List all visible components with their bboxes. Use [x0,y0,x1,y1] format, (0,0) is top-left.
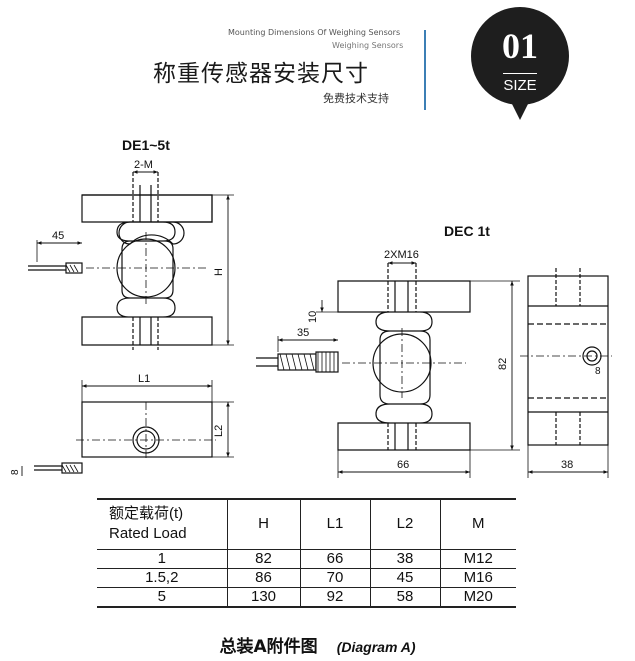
cell-load: 1 [97,548,228,569]
de-thread-label: 2-M [134,159,153,171]
header-english-line-1: Mounting Dimensions Of Weighing Sensors [228,28,401,37]
cell-h: 86 [226,567,301,588]
header-divider [424,30,426,110]
table-header-row: 额定载荷(t) Rated Load H L1 L2 M [97,498,516,550]
dec-side-view [520,268,612,478]
dec-width-label: 38 [561,459,573,471]
de-cable-label: 8 [10,469,21,475]
caption-en: (Diagram A) [336,639,416,655]
de-title: DE1~5t [122,137,170,153]
dec-thread-label: 2XM16 [384,249,419,261]
cell-load: 1.5,2 [97,567,228,588]
page-title: 称重传感器安装尺寸 [153,61,369,87]
table-row: 5 130 92 58 M20 [97,586,516,607]
header-english-line-2: Weighing Sensors [332,41,404,50]
dimension-drawing: DE1~5t 2-M 45 H L1 L2 8 DEC 1t 2XM16 10 … [10,137,612,478]
dec-top-label: 10 [307,311,319,323]
cell-l1: 92 [299,586,371,607]
de-bottom-view [21,380,234,476]
rated-load-table: 额定载荷(t) Rated Load H L1 L2 M 1 82 66 38 … [97,498,516,608]
de-height-label: H [213,268,225,276]
dec-hole-label: 8 [595,366,601,377]
dec-front-view [256,261,520,478]
page-subtitle: 免费技术支持 [323,92,389,105]
dec-offset-label: 35 [297,327,309,339]
badge-label: SIZE [503,77,537,94]
cell-l2: 58 [369,586,441,607]
table-row: 1 82 66 38 M12 [97,548,516,569]
badge-pointer [508,96,532,120]
header-rated-load: 额定载荷(t) Rated Load [97,498,228,550]
dec-height-label: 82 [497,358,509,370]
dec-length-label: 66 [397,459,409,471]
header-load-en: Rated Load [109,525,187,543]
cell-l1: 66 [299,548,371,569]
size-badge: 01 SIZE [471,7,569,105]
cell-l2: 45 [369,567,441,588]
de-length-label: L1 [138,373,150,385]
table-row: 1.5,2 86 70 45 M16 [97,567,516,588]
cell-m: M12 [439,548,516,569]
cell-h: 130 [226,586,301,607]
header-m: M [439,498,516,550]
de-offset-label: 45 [52,230,64,242]
cell-load: 5 [97,586,228,607]
cell-h: 82 [226,548,301,569]
dec-title: DEC 1t [444,223,490,239]
de-width-label: L2 [213,425,225,437]
header-load-cn: 额定载荷(t) [109,505,184,523]
diagram-caption: 总装A附件图 (Diagram A) [0,632,635,657]
header-l2: L2 [369,498,441,550]
header-h: H [226,498,301,550]
cell-m: M20 [439,586,516,607]
caption-cn: 总装A附件图 [219,637,318,657]
badge-number: 01 [502,26,538,66]
header-l1: L1 [299,498,371,550]
cell-m: M16 [439,567,516,588]
badge-divider [503,73,537,74]
de-front-view [28,170,234,350]
cell-l1: 70 [299,567,371,588]
cell-l2: 38 [369,548,441,569]
